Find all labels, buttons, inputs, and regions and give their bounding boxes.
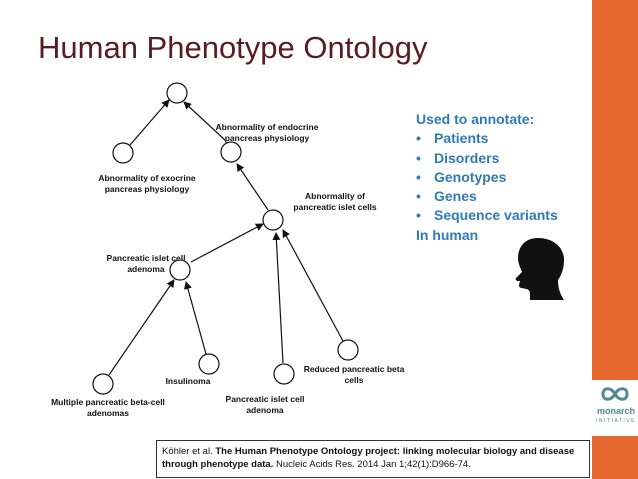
node-exocrine (112, 142, 134, 164)
logo-box (592, 380, 638, 436)
slide-title: Human Phenotype Ontology (38, 30, 428, 65)
citation-box: Köhler et al. The Human Phenotype Ontolo… (156, 440, 590, 478)
annotation-item: Sequence variants (416, 206, 558, 225)
edge-endocrine-root (183, 101, 227, 142)
label-exocrine: Abnormality of exocrine pancreas physiol… (98, 173, 196, 194)
logo-subtitle: INITIATIVE (596, 418, 636, 424)
label-multiple: Multiple pancreatic beta-cell adenomas (51, 397, 165, 418)
edge-multiple-adenoma (108, 279, 175, 376)
label-endocrine: Abnormality of endocrine pancreas physio… (215, 122, 319, 143)
node-adenoma (169, 259, 191, 281)
edge-islet-endocrine (236, 163, 269, 211)
person-head-silhouette-icon (515, 238, 564, 300)
annotation-block: Used to annotate: Patients Disorders Gen… (416, 110, 558, 245)
node-endocrine (220, 141, 242, 163)
label-islet: Abnormality of pancreatic islet cells (293, 191, 377, 212)
node-multiple (92, 373, 114, 395)
node-reduced (337, 339, 359, 361)
annotation-heading: Used to annotate: (416, 111, 535, 127)
node-root (166, 82, 188, 104)
citation-title: The Human Phenotype Ontology project: li… (162, 446, 575, 470)
annotation-footer: In human (416, 226, 479, 243)
annotation-list: Patients Disorders Genotypes Genes Seque… (416, 129, 558, 225)
infinity-icon (601, 387, 629, 401)
graph-edges (108, 99, 344, 376)
graph-nodes (92, 82, 359, 395)
ontology-graph (92, 82, 359, 395)
label-islet-adenoma: Pancreatic islet cell adenoma (225, 394, 305, 415)
annotation-item: Patients (416, 129, 558, 148)
node-islet (262, 209, 284, 231)
edge-isletadenoma-islet (272, 232, 284, 364)
annotation-item: Disorders (416, 149, 558, 168)
annotation-item: Genotypes (416, 168, 558, 187)
node-islet-adenoma (273, 363, 295, 385)
label-reduced: Reduced pancreatic beta cells (303, 364, 405, 385)
edge-reduced-islet (282, 229, 344, 342)
citation-journal: Nucleic Acids Res. 2014 Jan 1;42(1):D966… (273, 459, 471, 470)
label-insulinoma: Insulinoma (165, 376, 211, 386)
edge-adenoma-islet (190, 223, 264, 263)
logo-name: monarch (596, 406, 635, 416)
node-insulinoma (198, 353, 220, 375)
edge-exocrine-root (129, 99, 170, 146)
label-adenoma: Pancreatic islet cell adenoma (106, 253, 186, 274)
annotation-item: Genes (416, 187, 558, 206)
edge-insulinoma-adenoma (184, 281, 207, 355)
citation-authors: Köhler et al. (162, 446, 216, 457)
